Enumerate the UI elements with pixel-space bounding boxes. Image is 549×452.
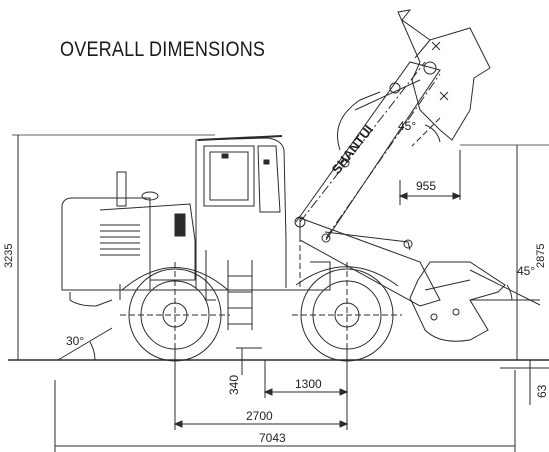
dig-depth-label: 63 <box>535 384 549 398</box>
dump-reach-label: 955 <box>416 179 436 193</box>
wheelbase-label: 2700 <box>246 409 273 423</box>
engine-hood <box>99 203 196 281</box>
overall-length-label: 7043 <box>259 431 286 445</box>
operator-cab <box>195 135 287 288</box>
overall-height-label: 3235 <box>3 244 15 268</box>
counterweight <box>61 197 151 291</box>
lift-arm-raised <box>299 61 441 239</box>
dump-height-label: 2875 <box>535 244 547 268</box>
bucket-raised <box>397 9 491 141</box>
brand-label: SHANTUI <box>329 122 376 177</box>
radiator-grille <box>100 224 140 256</box>
lift-arm-raised-solid <box>295 61 441 241</box>
chassis-frame <box>150 261 331 291</box>
clearance-label: 340 <box>227 375 241 395</box>
hitch-distance-label: 1300 <box>295 377 322 391</box>
rollback-angle-label: 45° <box>517 264 535 278</box>
departure-angle-label: 30° <box>66 334 84 348</box>
rear-wheel <box>120 262 230 368</box>
departure-angle-line <box>57 327 113 361</box>
bucket-lowered <box>409 261 506 342</box>
exhaust-pipe <box>116 171 127 207</box>
access-ladder <box>227 260 253 330</box>
dump-angle-label: 45° <box>398 119 416 133</box>
page-title: OVERALL DIMENSIONS <box>60 38 266 61</box>
front-wheel <box>292 262 402 368</box>
